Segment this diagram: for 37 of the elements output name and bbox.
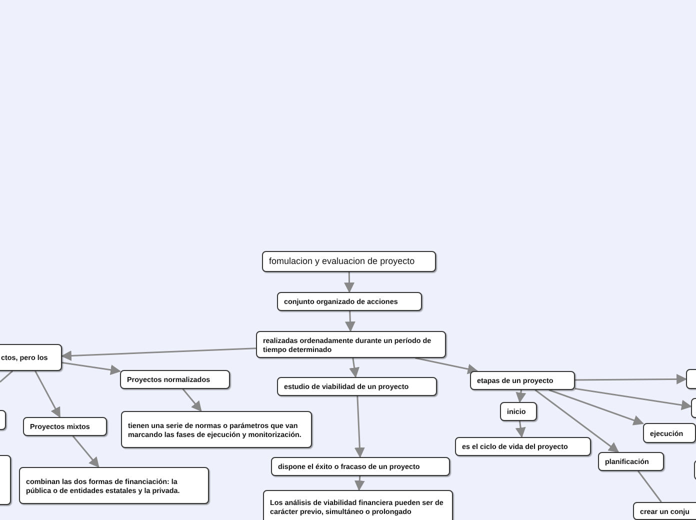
topic-box (598, 452, 664, 471)
arrow (354, 396, 365, 458)
arrow (60, 348, 256, 361)
topic-text: fomulacion y evaluacion de proyecto (269, 256, 415, 267)
topic-box (23, 417, 107, 436)
topic-box (0, 344, 62, 371)
arrow (344, 310, 356, 332)
topic-box (643, 423, 696, 443)
arrow (34, 370, 61, 418)
topic-box (19, 467, 209, 504)
arrow (415, 357, 478, 374)
topic-box (455, 437, 591, 456)
topic-box (262, 251, 436, 272)
arrow (574, 388, 692, 410)
topic-box (121, 411, 312, 448)
arrow (515, 420, 526, 438)
topic-box (633, 502, 696, 520)
arrow (349, 358, 360, 378)
arrow (516, 390, 526, 404)
arrow (62, 362, 122, 376)
topic-box (277, 377, 437, 396)
arrow (534, 389, 620, 453)
arrow (344, 272, 355, 294)
topic-box (256, 331, 446, 358)
arrow (182, 388, 202, 412)
topic-box (271, 457, 450, 476)
topic-box (120, 370, 230, 389)
arrow (548, 389, 644, 426)
arrow (354, 476, 365, 492)
topic-box (263, 490, 453, 520)
topic-box (470, 371, 575, 390)
arrow (72, 436, 100, 468)
arrow (575, 374, 688, 384)
topic-box (500, 402, 537, 421)
connector-line (0, 370, 14, 383)
topic-box (277, 292, 422, 311)
connector-line (638, 470, 662, 502)
